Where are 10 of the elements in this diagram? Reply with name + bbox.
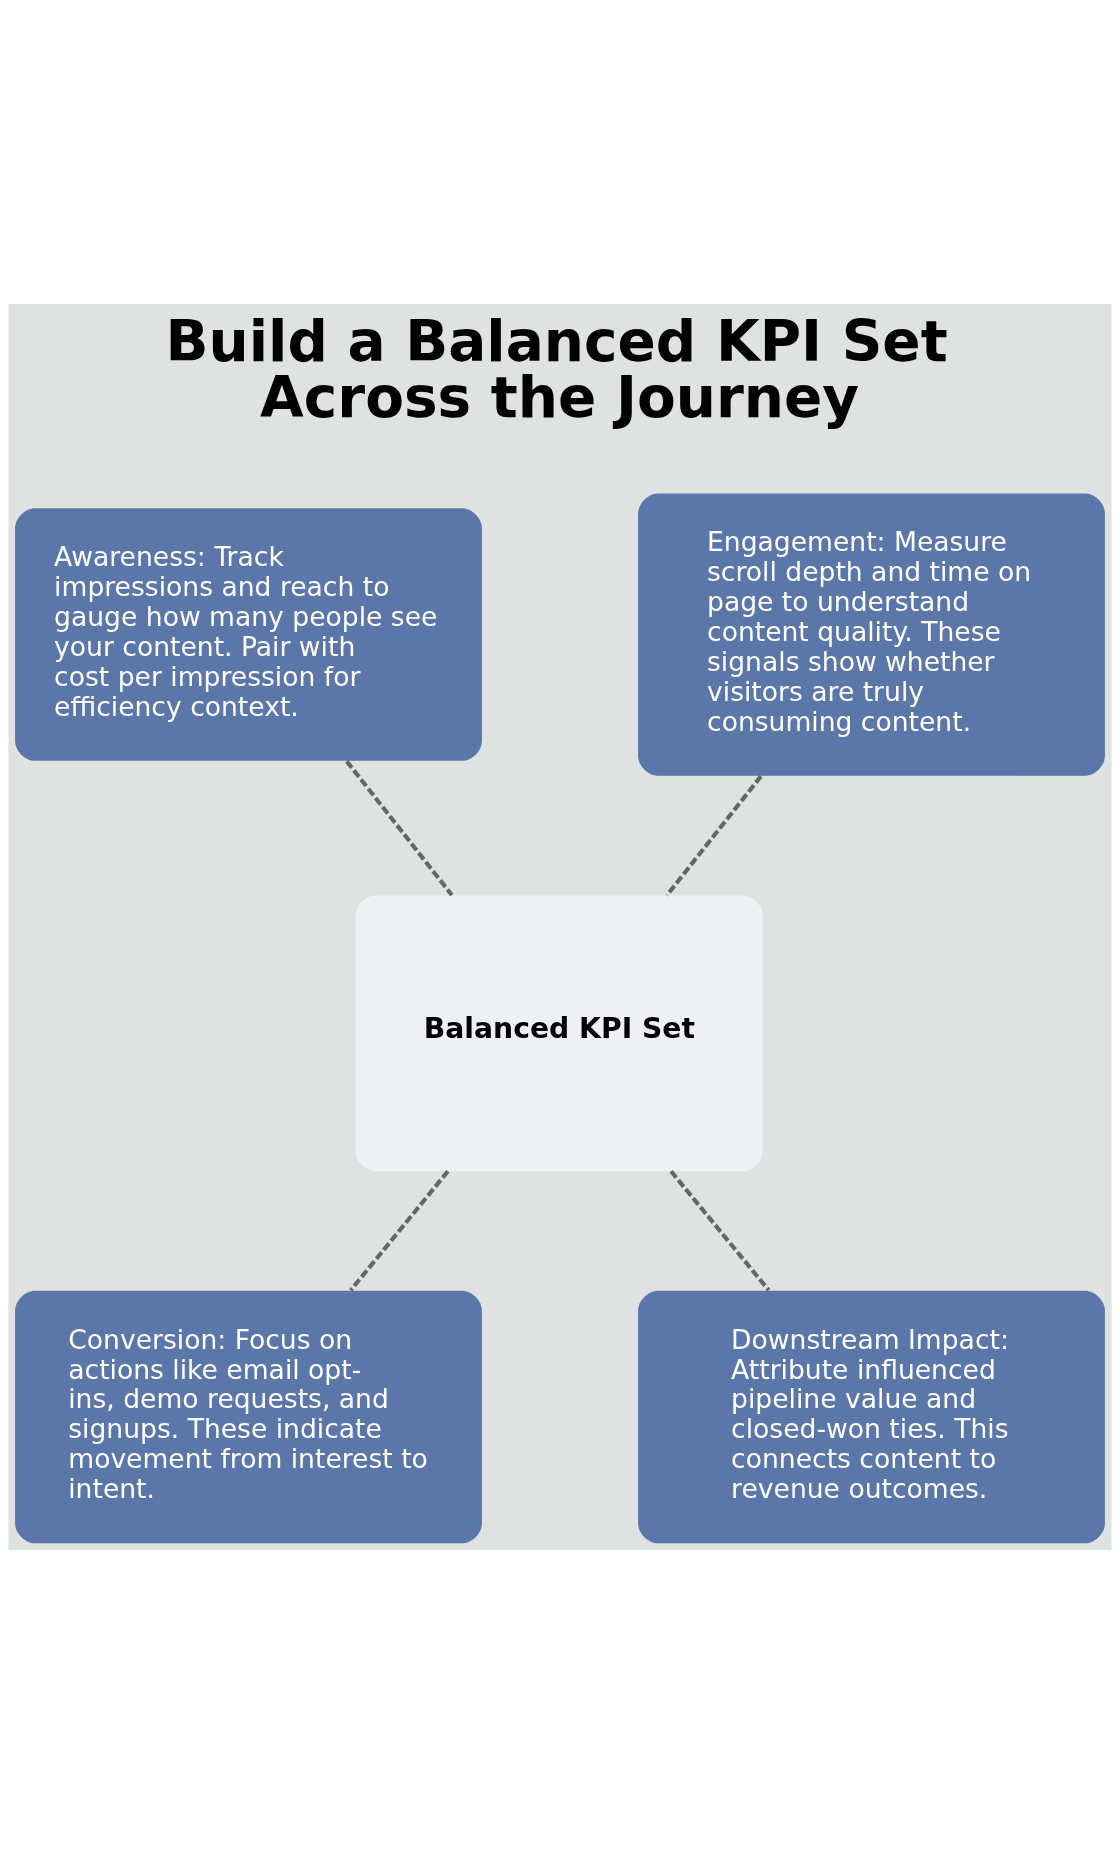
node-box: Conversion: Focus on actions like email opt-ins, demo requests, and signups. These indicate movement from interest to intent. <box>15 1290 482 1544</box>
connector <box>345 760 454 897</box>
diagram-title: Build a Balanced KPI Set Across the Journey <box>165 308 948 431</box>
node-box: Balanced KPI Set <box>355 895 763 1172</box>
connector <box>349 1169 450 1292</box>
node-box: Engagement: Measure scroll depth and time on page to understand content quality. These signals show whether visitors are truly consuming content. <box>638 493 1105 776</box>
node-box: Awareness: Track impressions and reach to gauge how many people see your content. Pair with cost per impression for efficiency context. <box>15 508 482 761</box>
node-box: Downstream Impact: Attribute influenced pipeline value and closed-won ties. This connects content to revenue outcomes. <box>638 1290 1105 1544</box>
connector <box>669 1169 771 1292</box>
connector <box>665 774 763 897</box>
